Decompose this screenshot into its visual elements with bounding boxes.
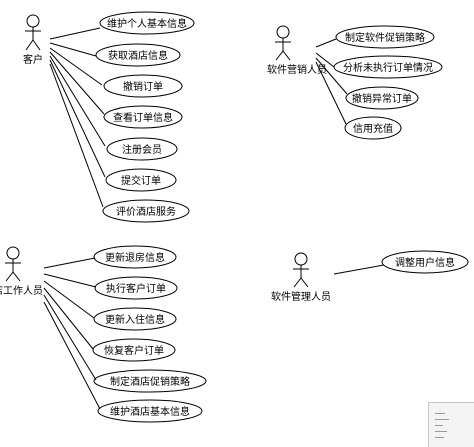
use-case-restore-customer-order: 恢复客户订单 [104,344,164,357]
customer-associations [49,27,106,208]
admin-use-case-ellipse [381,250,469,274]
hotel-staff-use-case-ellipses [92,245,207,423]
hotel-staff-associations [43,257,101,410]
use-case-get-hotel-info: 获取酒店信息 [108,49,168,62]
actor-admin-figure [293,252,309,288]
actor-marketing-figure [275,25,291,61]
use-case-adjust-user-info: 调整用户信息 [395,256,455,269]
actor-hotel-staff-figure [5,246,21,282]
use-case-view-order-info: 查看订单信息 [113,111,173,124]
overview-thumbnail[interactable] [428,402,474,447]
actor-marketing-label: 软件营销人员 [267,63,327,76]
admin-association [333,264,385,275]
use-case-execute-customer-order: 执行客户订单 [106,282,166,295]
use-case-register-member: 注册会员 [122,143,162,156]
marketing-associations [315,38,348,125]
use-case-update-checkin-info: 更新入住信息 [105,313,165,326]
use-case-submit-order: 提交订单 [121,174,161,187]
use-case-cancel-order: 撤销订单 [123,80,163,93]
use-case-update-checkout-info: 更新退房信息 [105,251,165,264]
actor-customer-figure [25,14,41,51]
use-case-maintain-hotel-info: 维护酒店基本信息 [110,405,190,418]
customer-use-case-ellipses [95,11,195,223]
actor-admin-label: 软件管理人员 [271,290,331,303]
actor-hotel-staff-label: 酒店工作人员 [0,284,43,297]
use-case-maintain-personal-info: 维护个人基本信息 [107,17,187,30]
use-case-credit-recharge: 信用充值 [353,122,393,135]
use-case-analyze-unexecuted-orders: 分析未执行订单情况 [343,61,433,74]
use-case-set-hotel-promotion: 制定酒店促销策略 [110,375,190,388]
use-case-rate-hotel-service: 评价酒店服务 [116,205,176,218]
marketing-use-case-ellipses [333,25,443,140]
use-case-set-software-promotion: 制定软件促销策略 [345,31,425,44]
actor-customer-label: 客户 [23,53,43,66]
use-case-cancel-abnormal-order: 撤销异常订单 [352,92,412,105]
